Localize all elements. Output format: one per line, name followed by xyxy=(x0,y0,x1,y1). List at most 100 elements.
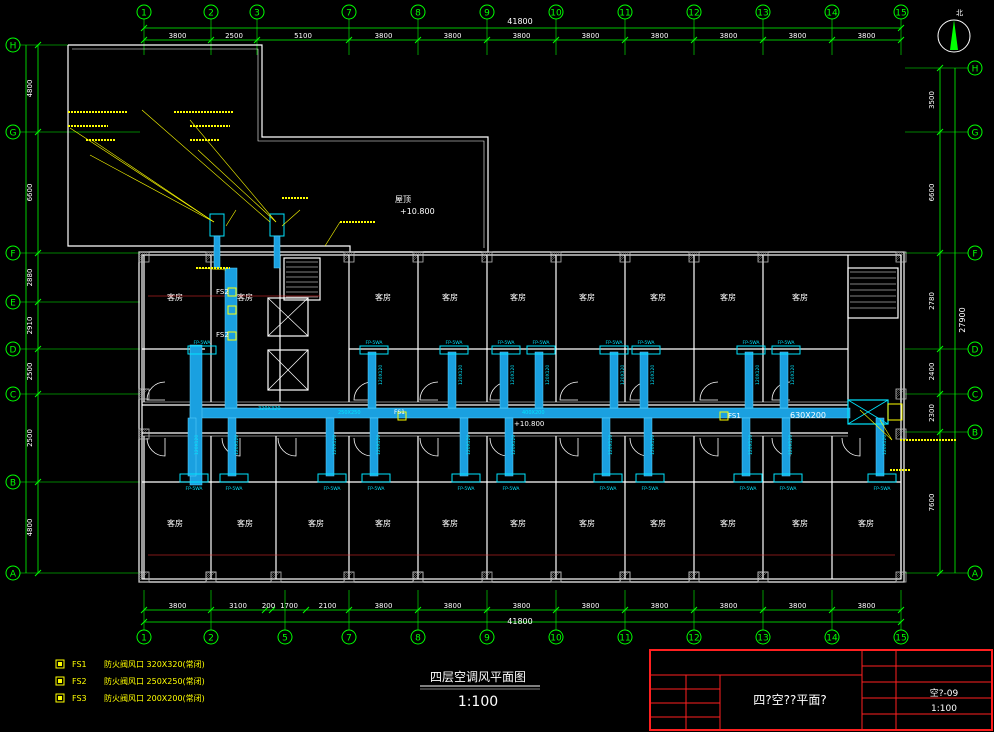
fan-coil-bottom-label: FP-5WA xyxy=(226,486,244,492)
column-top-hatch xyxy=(550,251,561,262)
leader-12 xyxy=(859,409,893,441)
branch-size-label: 120X120 xyxy=(511,435,517,455)
room-label-bottom: 客房 xyxy=(650,518,666,528)
branch-duct-down xyxy=(227,417,237,477)
left-span-chain-tick xyxy=(34,41,42,49)
title-block-frame xyxy=(649,649,993,731)
branch-duct-up xyxy=(499,351,509,409)
ahu-x2 xyxy=(847,399,889,425)
north-pointer-icon xyxy=(950,20,958,50)
room-label-top: 客房 xyxy=(510,292,526,302)
fan-coil-bottom-label: FP-5WA xyxy=(600,486,618,492)
fire-damper-icon xyxy=(227,305,237,315)
bottom-span-chain-text: 3800 xyxy=(720,602,738,610)
top-span-chain-text: 2500 xyxy=(225,32,243,40)
door-arc-bottom xyxy=(146,437,166,457)
branch-size-label: 120X120 xyxy=(882,435,888,455)
column-bottom-b-hatch xyxy=(688,571,695,578)
column-bottom-hatch xyxy=(343,571,352,580)
north-arrow: 北 xyxy=(937,9,971,53)
grid-col-top-7-circle xyxy=(341,4,357,20)
legend-fs2-fill xyxy=(58,679,62,683)
column-bottom-b-hatch xyxy=(205,571,216,582)
grid-col-bottom-1-label: 1 xyxy=(141,634,147,644)
column-top-hatch xyxy=(481,251,490,260)
right-span-chain-tick xyxy=(936,428,944,436)
room-label-bottom: 客房 xyxy=(720,518,736,528)
left-span-chain-tick xyxy=(34,249,42,257)
building-inner xyxy=(141,254,902,580)
bottom-span-chain-text: 3800 xyxy=(444,602,462,610)
grid-col-top-8-label: 8 xyxy=(415,9,421,19)
fan-coil-top xyxy=(491,345,521,355)
grid-col-top-3-label: 3 xyxy=(254,9,260,19)
column-bottom-b-hatch xyxy=(550,571,561,582)
vertical-riser-duct xyxy=(224,267,238,409)
column-top-hatch xyxy=(343,251,350,258)
grid-row-right-G-circle xyxy=(967,124,983,140)
column-bottom-b-hatch xyxy=(270,571,275,576)
fan-coil-top xyxy=(439,345,469,355)
fan-coil-bottom-label: FP-5WA xyxy=(186,486,204,492)
grid-row-right-B-circle xyxy=(967,424,983,440)
column-bottom-hatch xyxy=(138,571,145,578)
column-top-hatch xyxy=(757,251,766,260)
roof-parapet xyxy=(72,48,485,248)
right-span-chain-tick xyxy=(936,249,944,257)
bottom-span-chain-text: 3800 xyxy=(858,602,876,610)
bottom-span-chain-text: 3800 xyxy=(169,602,187,610)
grid-row-right-B-label: B xyxy=(972,429,978,439)
grid-row-left-G-label: G xyxy=(10,129,17,139)
elevator-2 xyxy=(267,349,309,391)
column-bottom-b-hatch xyxy=(688,571,693,576)
room-label-top: 客房 xyxy=(720,292,736,302)
column-b-r-hatch xyxy=(895,428,902,435)
room-label-bottom: 客房 xyxy=(237,518,253,528)
door-arc-top xyxy=(699,381,719,401)
fire-damper-icon xyxy=(227,331,237,341)
grid-col-bottom-5-circle xyxy=(277,629,293,645)
branch-size-label: 120X120 xyxy=(194,435,200,455)
legend-fs2-icon xyxy=(55,676,65,686)
branch-duct-up xyxy=(534,351,544,409)
column-top-hatch xyxy=(688,251,691,254)
column-bottom-hatch xyxy=(895,571,900,576)
stair-east xyxy=(847,267,899,319)
branch-duct-up xyxy=(744,351,754,409)
bottom-span-chain-tick xyxy=(140,606,148,614)
column-bottom-hatch xyxy=(138,571,149,582)
room-label-bottom: 客房 xyxy=(308,518,324,528)
branch-duct-down xyxy=(459,417,469,477)
room-label-top: 客房 xyxy=(579,292,595,302)
column-bottom-b-hatch xyxy=(619,571,624,576)
drawing-title: 四层空调风平面图 1:100 xyxy=(420,670,540,710)
branch-duct-down xyxy=(601,417,611,477)
column-top-hatch xyxy=(757,251,768,262)
column-bottom-hatch xyxy=(138,571,141,574)
column-top-hatch xyxy=(138,251,145,258)
fan-coil-bottom-label: FP-5WA xyxy=(780,486,798,492)
building-outline xyxy=(138,251,905,583)
column-top-hatch xyxy=(481,251,486,256)
column-bottom-hatch xyxy=(481,571,490,580)
bottom-total-chain-tick xyxy=(140,618,148,626)
top-span-chain-tick xyxy=(690,36,698,44)
grid-row-right-D-circle xyxy=(967,341,983,357)
column-c-r-hatch xyxy=(895,388,900,393)
grid-row-right-C-circle xyxy=(967,386,983,402)
leader-4 xyxy=(141,109,271,223)
right-span-chain-text: 3500 xyxy=(928,91,936,109)
column-top-hatch xyxy=(343,251,348,256)
room-label-top: 客房 xyxy=(792,292,808,302)
room-label-top: 客房 xyxy=(237,292,253,302)
bottom-span-chain-text: 2100 xyxy=(319,602,337,610)
column-bottom-b-hatch xyxy=(412,571,419,578)
leader-3 xyxy=(91,139,215,223)
column-top-hatch xyxy=(619,251,622,254)
grid-row-left-G-circle xyxy=(5,124,21,140)
column-top-hatch xyxy=(550,251,555,256)
top-span-chain-text: 3800 xyxy=(789,32,807,40)
grid-col-bottom-11-label: 11 xyxy=(619,634,630,644)
top-span-chain-text: 3800 xyxy=(582,32,600,40)
right-span-chain-text: 6600 xyxy=(928,184,936,202)
